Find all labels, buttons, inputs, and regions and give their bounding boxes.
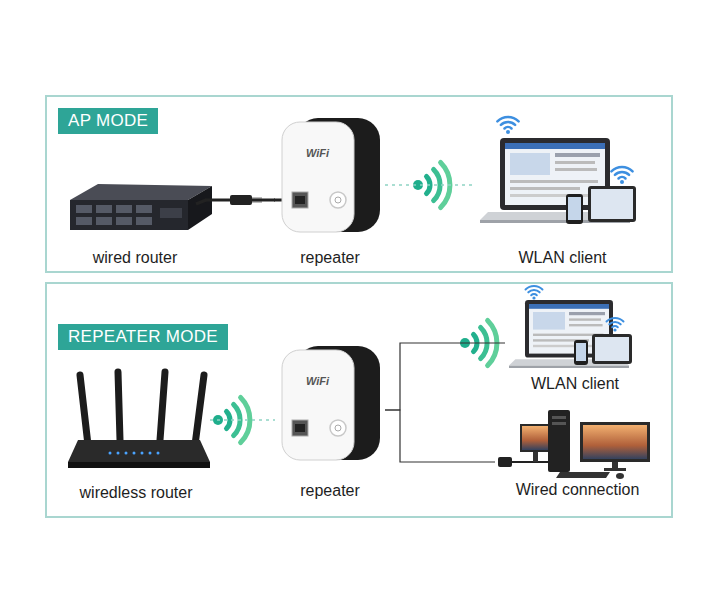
phone-screen [568, 197, 581, 220]
cable-stub [196, 200, 206, 204]
monitor-left [520, 424, 552, 452]
tablet [592, 334, 632, 364]
router-port [136, 205, 152, 213]
device-label: Wired connection [516, 481, 640, 499]
device-logo: WiFi [306, 375, 329, 388]
device-label: WLAN client [518, 249, 606, 267]
router-port [116, 217, 132, 225]
monitor-right [580, 422, 650, 462]
link-line [210, 419, 275, 421]
router-port [136, 217, 152, 225]
router-port [96, 205, 112, 213]
wifi-waves [413, 162, 450, 207]
plug-body [498, 457, 512, 467]
router-led [157, 452, 160, 455]
router-edge [68, 462, 210, 468]
link-line [385, 343, 505, 410]
keyboard [556, 472, 610, 478]
device-label: repeater [300, 482, 360, 500]
router-led [109, 452, 112, 455]
antenna [195, 375, 204, 445]
monitor-screen [583, 425, 647, 459]
phone-body [566, 194, 583, 224]
mode-heading: AP MODE [58, 108, 158, 134]
tower-bay [552, 416, 566, 419]
pc-cable [512, 461, 548, 463]
monitor-screen [522, 426, 550, 450]
router-top [70, 184, 212, 200]
repeater-device [282, 346, 380, 460]
phone-screen [576, 343, 586, 361]
device-node: wiredless router [62, 365, 210, 505]
antenna [160, 372, 165, 440]
device-node: WLAN client [475, 115, 650, 270]
device-label: wiredless router [80, 484, 193, 502]
device-label: wired router [93, 249, 177, 267]
device-node: wired router [65, 172, 205, 270]
router-panel [160, 208, 182, 218]
wifi-icon [497, 117, 518, 134]
wireless-router [68, 372, 210, 468]
ethernet-cable [205, 199, 275, 202]
router-led [133, 452, 136, 455]
wired-router [70, 184, 212, 230]
mode-panel: AP MODE wired router repeater WLAN client [45, 95, 673, 273]
router-led [149, 452, 152, 455]
monitor-stand [533, 452, 538, 462]
router-port [116, 205, 132, 213]
tablet-body [592, 334, 632, 364]
device-logo: WiFi [306, 147, 329, 160]
wifi-icon [607, 318, 624, 332]
router-led [117, 452, 120, 455]
wifi-icon [611, 167, 632, 184]
router-led [141, 452, 144, 455]
mouse [616, 473, 624, 479]
desktop-computer [498, 410, 650, 479]
link-line [385, 184, 475, 186]
antenna [80, 375, 88, 445]
device-label: repeater [300, 249, 360, 267]
router-led [125, 452, 128, 455]
phone-body [574, 340, 588, 365]
router-port [76, 205, 92, 213]
mode-heading: REPEATER MODE [58, 324, 228, 350]
link-line [385, 410, 495, 462]
device-node: repeater [275, 115, 385, 270]
router-body [68, 440, 210, 462]
phone [574, 340, 588, 365]
phone [566, 194, 583, 224]
monitor-stand [612, 462, 618, 468]
device-node: repeater [275, 343, 385, 503]
device-node: Wired connection [495, 405, 660, 502]
tower-bay [552, 422, 566, 425]
pc-tower [548, 410, 570, 472]
router-front [70, 200, 188, 230]
mode-panel: REPEATER MODE wiredless router repeater WLA… [45, 282, 673, 518]
repeater-device [282, 118, 380, 232]
router-port [96, 217, 112, 225]
monitor-base [604, 468, 626, 471]
router-side [188, 186, 212, 230]
tablet-screen [595, 337, 629, 361]
tablet [588, 186, 636, 222]
device-label: WLAN client [531, 375, 619, 393]
tablet-screen [591, 189, 633, 219]
device-node: WLAN client [505, 288, 645, 396]
router-port [76, 217, 92, 225]
tablet-body [588, 186, 636, 222]
wifi-icon [526, 286, 543, 300]
antenna [118, 372, 120, 440]
